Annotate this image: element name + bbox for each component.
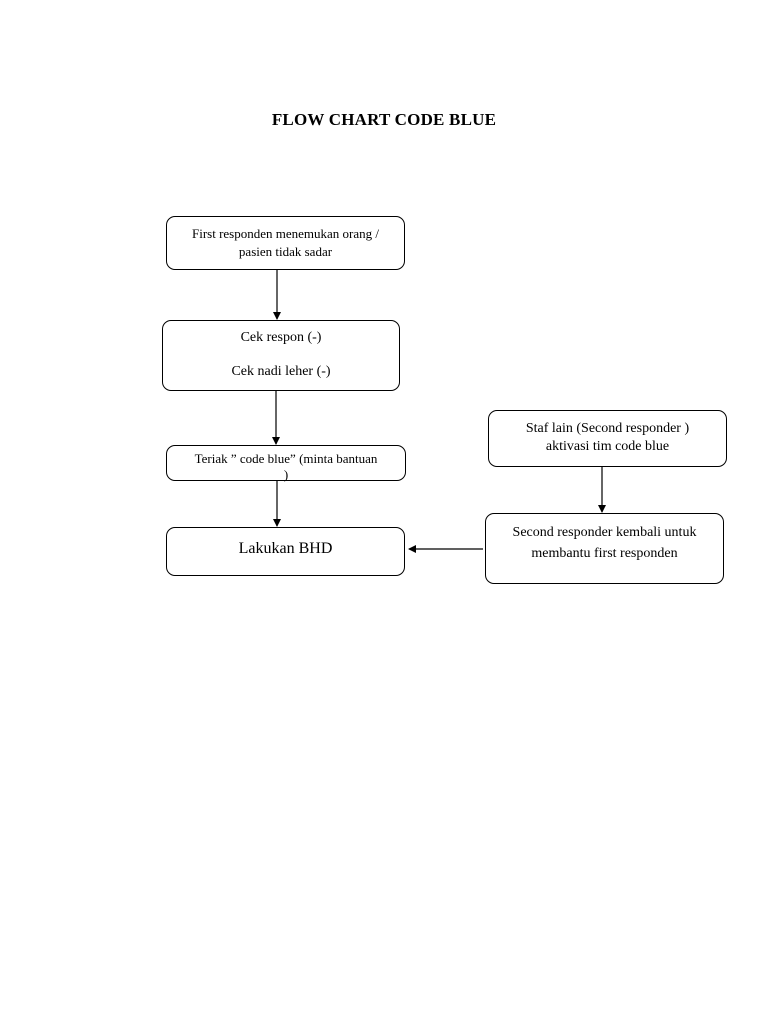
node-bhd: Lakukan BHD [166,527,405,576]
node-first-responder: First responden menemukan orang / pasien… [166,216,405,270]
node-shout: Teriak ” code blue” (minta bantuan ) [166,445,406,482]
node-bhd-label: Lakukan BHD [238,540,333,557]
node-other-staff: Staf lain (Second responder ) aktivasi t… [488,410,727,467]
node-other-staff-line-2: aktivasi tim code blue [545,439,670,454]
node-check-line-2: Cek nadi leher (-) [231,364,331,379]
node-shout-line-2: ) [283,467,289,482]
node-check: Cek respon (-) Cek nadi leher (-) [162,320,400,391]
node-other-staff-line-1: Staf lain (Second responder ) [525,421,690,436]
node-check-line-1: Cek respon (-) [240,330,322,345]
node-first-responder-line-1: First responden menemukan orang / [191,226,379,241]
node-shout-line-1: Teriak ” code blue” (minta bantuan [194,451,378,466]
node-second-return: Second responder kembali untuk membantu … [485,513,724,584]
node-second-return-line-1: Second responder kembali untuk [512,525,697,540]
node-first-responder-line-2: pasien tidak sadar [238,244,333,259]
node-second-return-line-2: membantu first responden [531,546,678,561]
flowchart-title: FLOW CHART CODE BLUE [271,110,497,129]
